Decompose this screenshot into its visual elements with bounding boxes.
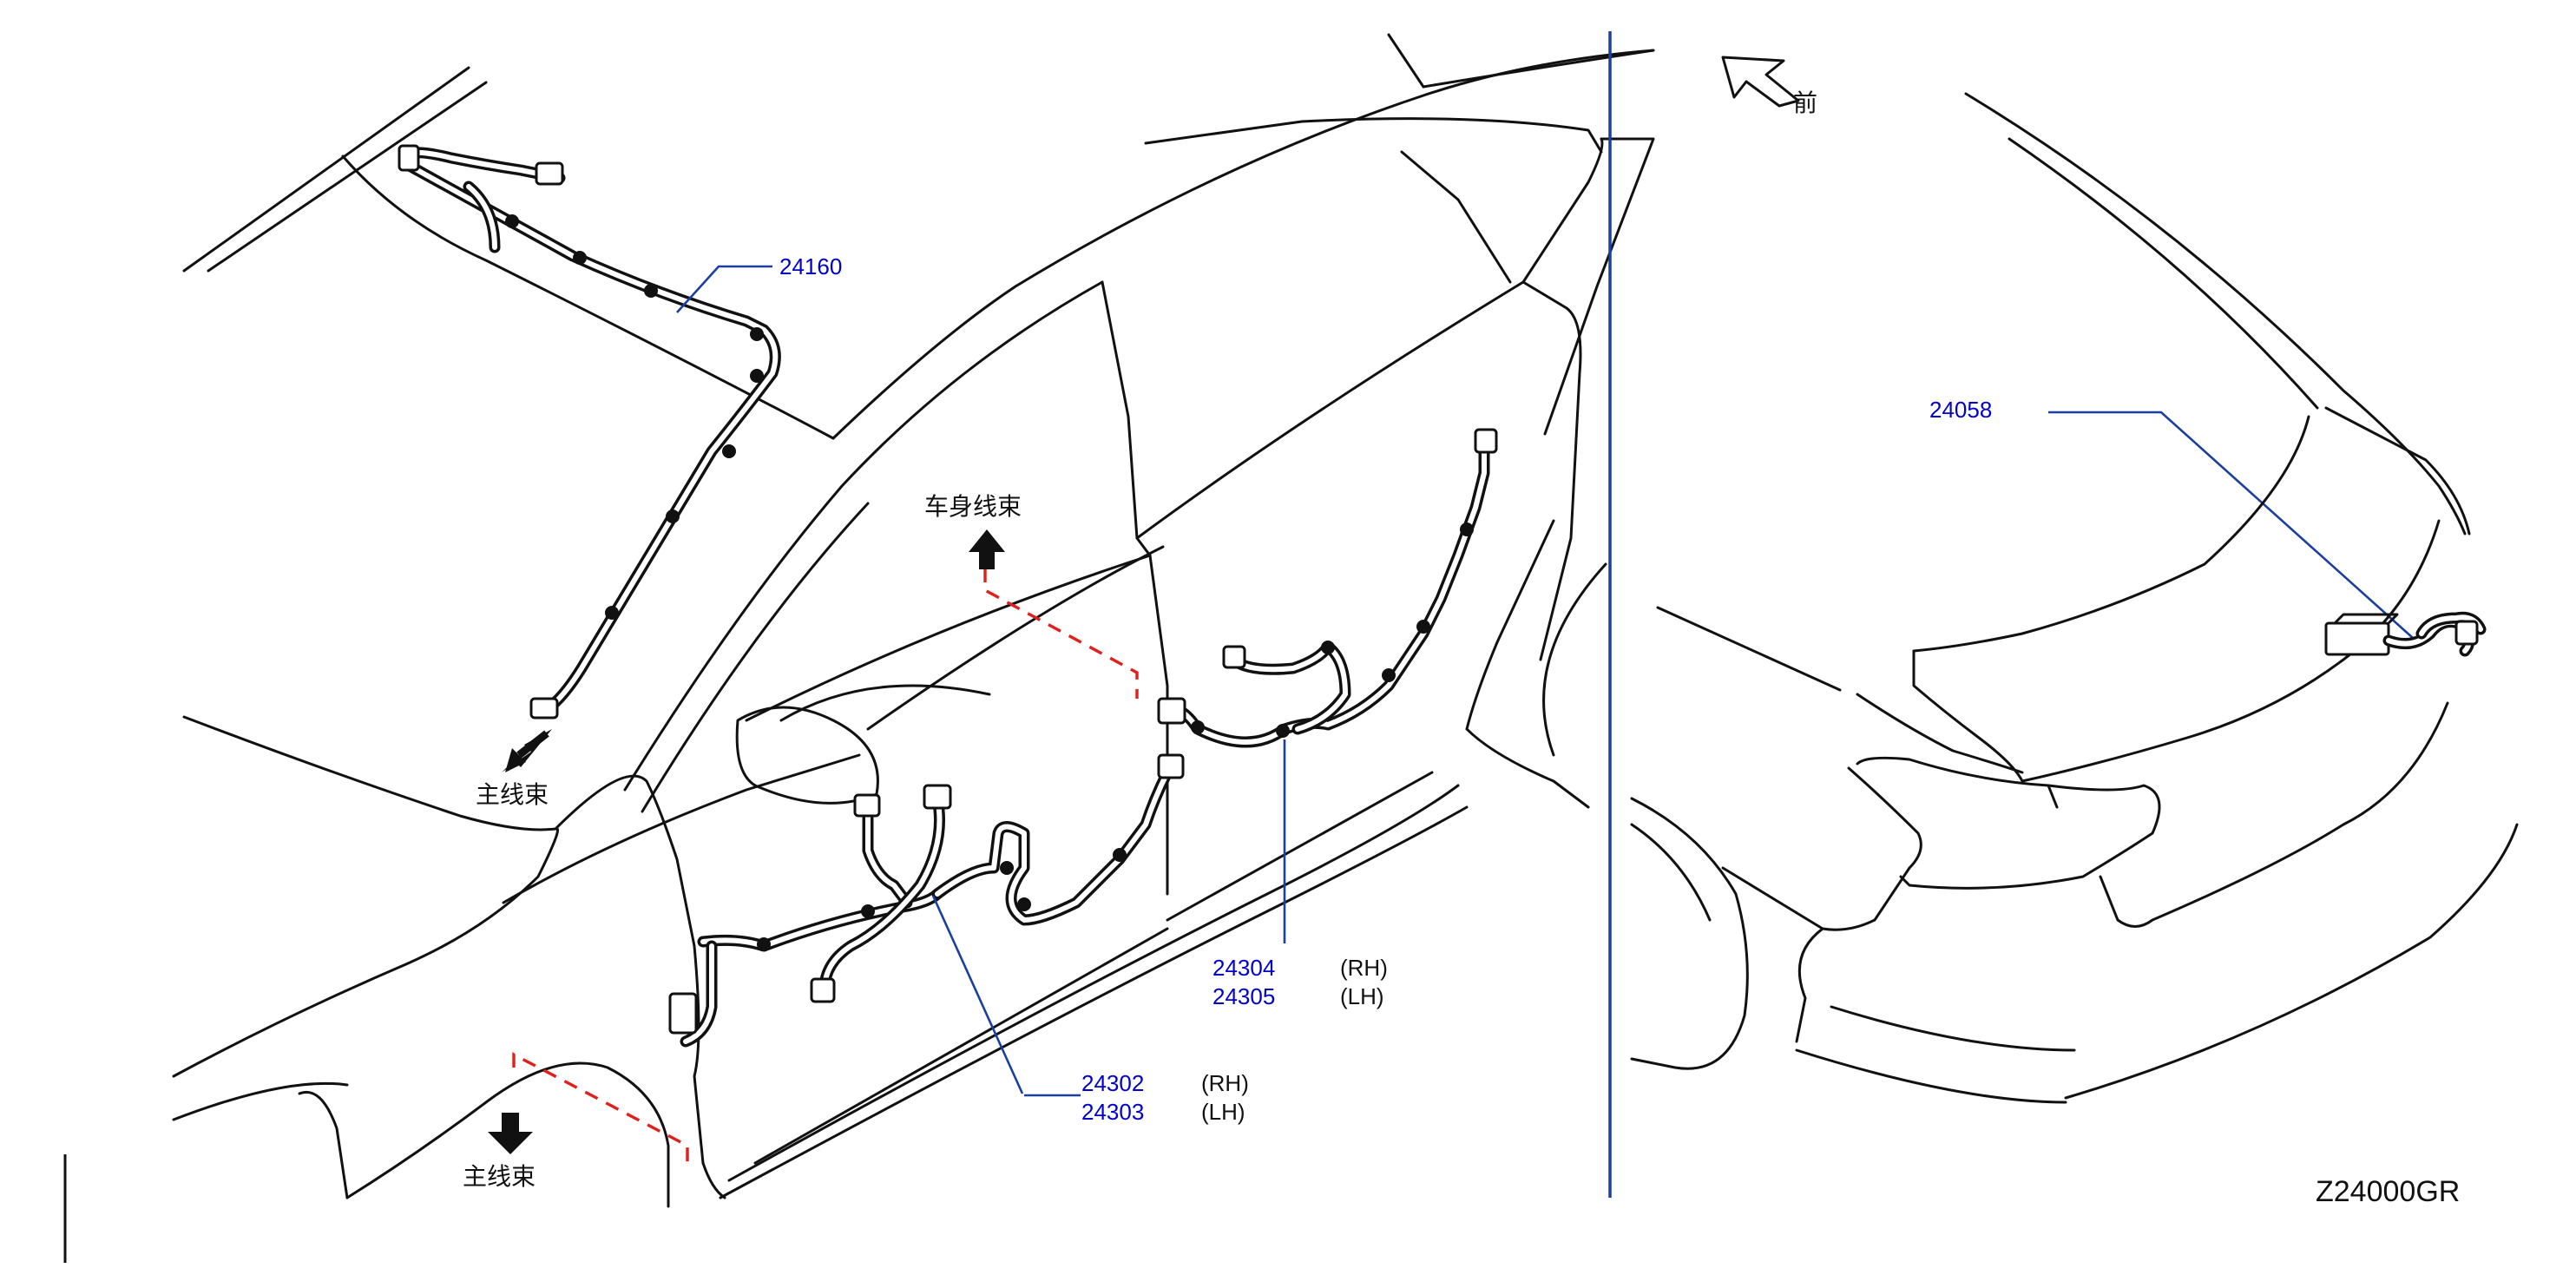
roof-harness (398, 144, 781, 720)
side-rear-door-rh: (RH) (1340, 955, 1388, 981)
part-number-roof-harness: 24160 (779, 253, 842, 279)
drawing-code: Z24000GR (2316, 1175, 2460, 1208)
main-harness-arrow-bottom-icon (488, 1113, 533, 1154)
body-harness-label: 车身线束 (924, 492, 1022, 521)
car-body-outline (172, 33, 1655, 1208)
part-number-front-door-rh: 24302 (1081, 1070, 1144, 1096)
side-rear-door-lh: (LH) (1340, 983, 1384, 1009)
dashed-guides (512, 568, 1139, 1167)
trunk-harness (2324, 611, 2487, 657)
part-number-rear-door-rh: 24304 (1212, 955, 1275, 981)
side-front-door-rh: (RH) (1201, 1070, 1249, 1096)
front-direction-arrow-icon (1721, 56, 1800, 108)
side-front-door-lh: (LH) (1201, 1099, 1245, 1125)
rear-door-harness (1157, 428, 1498, 748)
part-number-trunk-harness: 24058 (1929, 397, 1992, 423)
part-number-front-door-lh: 24303 (1081, 1099, 1144, 1125)
leader-lines (676, 265, 2414, 1097)
part-number-rear-door-lh: 24305 (1212, 983, 1275, 1009)
main-harness-label-top: 主线束 (476, 780, 549, 809)
main-harness-arrow-top-icon (502, 729, 552, 772)
car-rear-outline (1630, 92, 2519, 1104)
front-direction-label: 前 (1793, 89, 1817, 117)
main-harness-label-bottom: 主线束 (463, 1162, 536, 1191)
front-door-harness (668, 753, 1185, 1048)
body-harness-arrow-icon (969, 529, 1005, 569)
